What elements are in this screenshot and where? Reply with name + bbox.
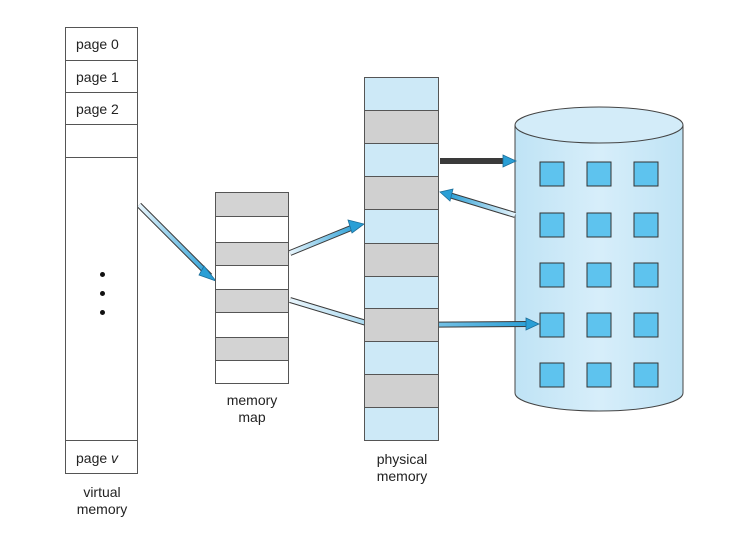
- arrow-physical-to-disk: [440, 154, 517, 168]
- physical-memory-label: physical memory: [376, 451, 428, 484]
- disk-blocks: [539, 161, 659, 388]
- arrows: [136, 154, 540, 331]
- physical-frame: [365, 308, 438, 342]
- physical-frame: [365, 374, 438, 408]
- disk-block: [586, 262, 612, 288]
- disk-block: [539, 161, 565, 187]
- disk-block: [539, 312, 565, 338]
- virtual-page-0: page 0: [66, 28, 137, 61]
- physical-memory: [364, 77, 439, 441]
- physical-frame: [365, 243, 438, 277]
- map-entry: [216, 337, 288, 361]
- virtual-page-label: page 2: [76, 100, 119, 117]
- disk-block: [539, 212, 565, 238]
- memory-map-label: memory map: [226, 392, 278, 425]
- disk-block: [539, 362, 565, 388]
- map-entry: [216, 289, 288, 313]
- virtual-page-v-prefix: page: [76, 449, 112, 466]
- map-entry: [216, 242, 288, 266]
- physical-frame: [365, 110, 438, 144]
- physical-frame: [365, 176, 438, 210]
- disk-block: [586, 362, 612, 388]
- virtual-page-v: page v: [66, 440, 137, 474]
- virtual-memory-label: virtual memory: [76, 484, 128, 517]
- disk-block: [539, 262, 565, 288]
- virtual-page-empty: [66, 125, 137, 158]
- arrow-disk-to-physical: [439, 188, 516, 218]
- arrow-map-to-physical: [288, 219, 365, 256]
- map-entry: [216, 193, 288, 217]
- disk-block: [586, 212, 612, 238]
- disk-block: [633, 161, 659, 187]
- virtual-memory: page 0 page 1 page 2 page v: [65, 27, 138, 474]
- physical-frame: [365, 277, 438, 309]
- disk-block: [586, 312, 612, 338]
- ellipsis-dots: [100, 272, 106, 329]
- virtual-page-label: page 0: [76, 36, 119, 52]
- memory-map: [215, 192, 289, 384]
- disk-block: [633, 312, 659, 338]
- virtual-page-1: page 1: [66, 61, 137, 93]
- virtual-page-2: page 2: [66, 93, 137, 125]
- disk-block: [633, 212, 659, 238]
- disk-block: [633, 262, 659, 288]
- disk-block: [586, 161, 612, 187]
- disk-block: [633, 362, 659, 388]
- virtual-page-label: page 1: [76, 68, 119, 85]
- virtual-page-v-var: v: [111, 449, 119, 466]
- arrow-virtual-to-map: [136, 202, 218, 282]
